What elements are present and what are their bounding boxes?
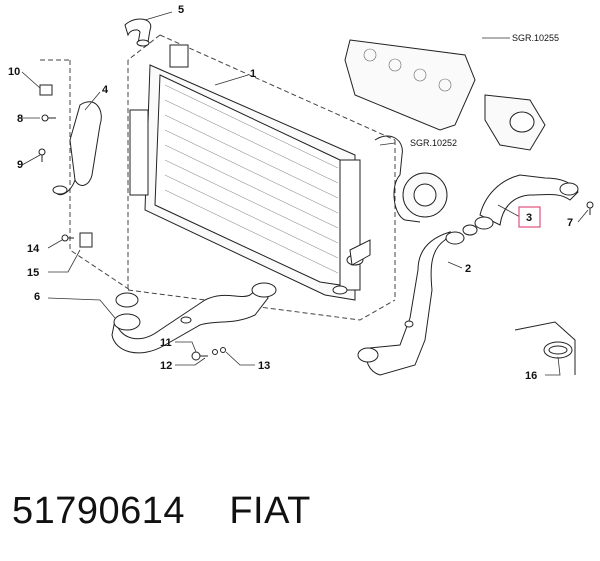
bolt-14 bbox=[61, 234, 74, 242]
callout-2: 2 bbox=[465, 263, 471, 275]
callout-5: 5 bbox=[178, 4, 184, 16]
leader-lines bbox=[21, 11, 589, 376]
part-number: 51790614 bbox=[12, 490, 186, 532]
intercooler bbox=[129, 44, 371, 301]
ref-sgr-10255: SGR.10255 bbox=[512, 33, 559, 43]
callout-11: 11 bbox=[160, 337, 172, 349]
bolt-8 bbox=[41, 114, 56, 122]
parts-diagram: 1 2 3 4 5 6 7 8 9 10 11 12 13 14 15 16 S… bbox=[8, 4, 594, 382]
intake-manifold bbox=[344, 39, 546, 151]
hose-3 bbox=[462, 174, 579, 236]
brand-name: FIAT bbox=[229, 490, 311, 532]
hose-5 bbox=[124, 18, 152, 47]
hose-4 bbox=[52, 101, 102, 196]
callout-8: 8 bbox=[17, 113, 23, 125]
callout-7: 7 bbox=[567, 217, 573, 229]
callout-15: 15 bbox=[27, 267, 39, 279]
assembly-frame bbox=[40, 34, 396, 321]
callout-13: 13 bbox=[258, 360, 270, 372]
callout-1: 1 bbox=[250, 68, 256, 80]
callout-16: 16 bbox=[525, 370, 537, 382]
part-number-footer: 51790614 FIAT bbox=[12, 490, 311, 533]
washer-13 bbox=[212, 347, 226, 355]
turbocharger bbox=[374, 135, 448, 223]
callout-3: 3 bbox=[526, 212, 532, 224]
callout-3-highlight bbox=[518, 206, 541, 228]
callout-12: 12 bbox=[160, 360, 172, 372]
clamp-10 bbox=[39, 84, 53, 96]
bracket-15 bbox=[79, 232, 93, 248]
callout-14: 14 bbox=[27, 243, 40, 255]
ref-sgr-10252: SGR.10252 bbox=[410, 138, 457, 148]
bolt-11 bbox=[191, 351, 208, 361]
clamp-16 bbox=[514, 321, 576, 375]
bolt-7 bbox=[586, 201, 594, 215]
hose-6 bbox=[111, 282, 277, 354]
callout-10: 10 bbox=[8, 66, 20, 78]
callout-6: 6 bbox=[34, 291, 40, 303]
callout-9: 9 bbox=[17, 159, 23, 171]
bolt-9 bbox=[38, 148, 46, 162]
callout-4: 4 bbox=[102, 84, 109, 96]
hose-2 bbox=[357, 231, 465, 376]
